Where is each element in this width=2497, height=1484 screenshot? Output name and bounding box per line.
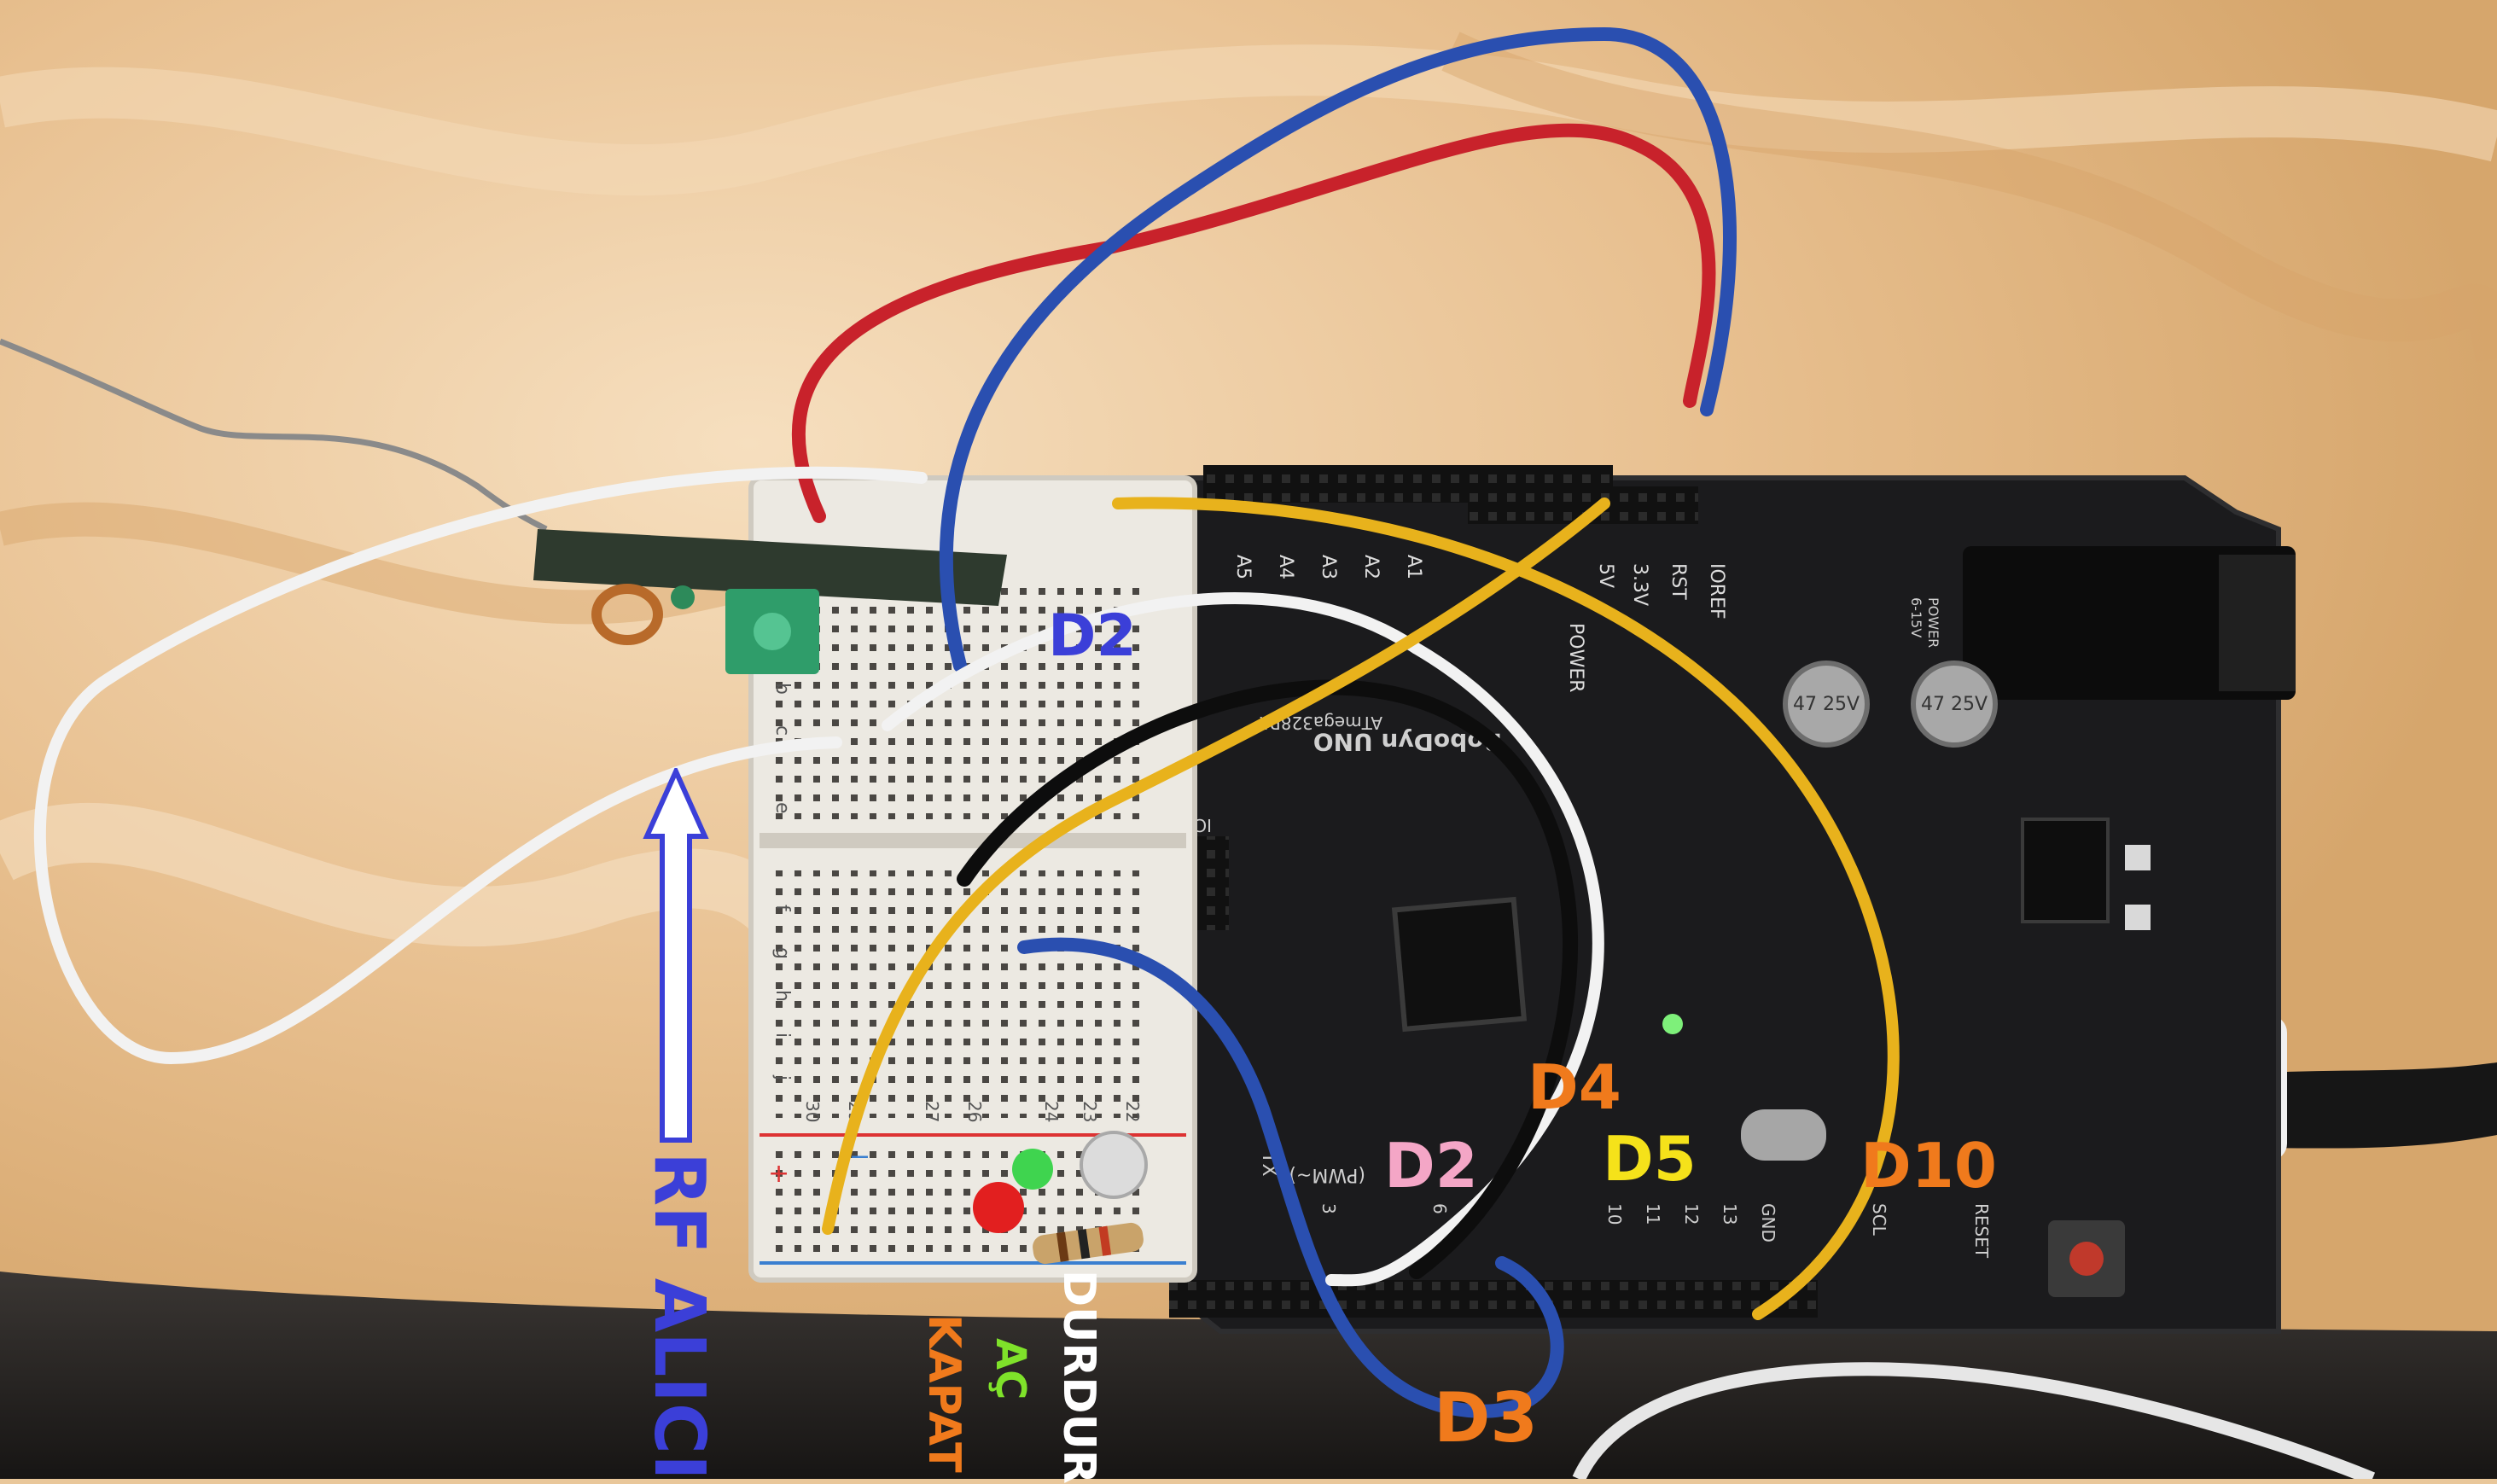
digital-header <box>1169 1280 1818 1318</box>
voltage-regulator <box>2021 818 2110 923</box>
svg-text:30: 30 <box>802 1101 823 1122</box>
svg-text:6: 6 <box>1429 1203 1450 1214</box>
marble-vein <box>0 44 2497 196</box>
svg-text:23: 23 <box>1080 1101 1100 1122</box>
svg-text:h: h <box>771 990 793 1002</box>
svg-text:11: 11 <box>1643 1203 1663 1225</box>
svg-text:c: c <box>771 725 793 736</box>
svg-text:f: f <box>771 905 793 912</box>
atmega-chip <box>1391 896 1528 1033</box>
white-wire-loop <box>33 466 928 1065</box>
svg-text:A1: A1 <box>1403 555 1424 579</box>
svg-text:GND: GND <box>1758 1203 1778 1242</box>
rf-arrow-icon <box>643 768 709 1143</box>
svg-text:22: 22 <box>1122 1101 1143 1122</box>
svg-text:POWER: POWER <box>1565 623 1586 693</box>
yellow-wire-long <box>822 498 1610 1235</box>
svg-text:3: 3 <box>1318 1203 1339 1214</box>
svg-text:e: e <box>771 802 793 814</box>
svg-text:13: 13 <box>1720 1203 1740 1225</box>
green-led <box>1012 1149 1053 1190</box>
svg-text:i: i <box>771 1033 793 1038</box>
svg-text:POWER: POWER <box>1925 597 1941 648</box>
svg-text:3.3V: 3.3V <box>1629 563 1650 606</box>
crystal <box>1741 1109 1826 1161</box>
svg-text:+: + <box>768 1159 789 1189</box>
blue-wire-bottom <box>1017 937 1564 1418</box>
marble-vein <box>1441 32 2497 363</box>
annotation-rf-alici: RF ALICI <box>638 1152 719 1481</box>
usb-cable <box>2236 1062 2497 1149</box>
antenna-wire <box>0 338 548 532</box>
svg-text:A2: A2 <box>1360 555 1382 579</box>
rf-coil <box>591 584 663 645</box>
svg-text:A3: A3 <box>1318 555 1339 579</box>
svg-text:A4: A4 <box>1275 555 1296 579</box>
svg-text:IOREF: IOREF <box>1706 563 1727 620</box>
svg-text:47 25V: 47 25V <box>1793 694 1860 715</box>
annotation-d2-pins: D2 <box>1384 1130 1478 1202</box>
yellow-wire-d10 <box>1112 497 1900 1320</box>
led-group <box>973 1131 1148 1265</box>
rf-receiver-module <box>533 529 1007 674</box>
svg-text:5V: 5V <box>1595 563 1616 588</box>
dc-jack <box>1963 546 2296 700</box>
annotation-d3: D3 <box>1434 1378 1539 1458</box>
annotation-d10: D10 <box>1860 1130 1997 1202</box>
blue-wire-top <box>939 26 1737 672</box>
floor-shadow <box>0 1272 2497 1479</box>
svg-text:12: 12 <box>1681 1203 1702 1225</box>
annotation-d2-top: D2 <box>1048 602 1137 670</box>
annotation-durdur: DURDUR <box>1053 1270 1104 1484</box>
svg-text:47 25V: 47 25V <box>1921 694 1988 715</box>
capacitor <box>1911 661 1998 748</box>
svg-text:g: g <box>771 947 793 959</box>
svg-text:(PWM~): (PWM~) <box>1289 1164 1365 1185</box>
svg-text:j: j <box>771 1074 793 1080</box>
arduino-uno-board: 47 25V 47 25V POWER IOREF RST 3.3V 5V A5… <box>1169 465 2296 1334</box>
annotation-kapat: KAPAT <box>918 1314 969 1473</box>
svg-text:A5: A5 <box>1232 555 1254 579</box>
svg-text:RST: RST <box>1668 563 1689 600</box>
red-wire <box>791 123 1716 523</box>
annotation-ac: AÇ <box>987 1338 1034 1400</box>
white-led <box>1080 1131 1148 1199</box>
red-led <box>973 1182 1024 1233</box>
svg-text:RESET: RESET <box>1971 1203 1992 1259</box>
svg-text:SCL: SCL <box>1869 1203 1889 1237</box>
white-wire-d2 <box>882 592 1604 1287</box>
svg-text:10: 10 <box>1604 1203 1625 1225</box>
white-cable-floor <box>1572 1362 2376 1479</box>
capacitor <box>1783 661 1870 748</box>
svg-text:27: 27 <box>922 1101 942 1122</box>
annotation-d4: D4 <box>1528 1051 1621 1123</box>
board-led <box>1662 1014 1683 1034</box>
svg-text:6-15V: 6-15V <box>1908 597 1924 637</box>
black-wire <box>957 679 1579 1279</box>
svg-text:26: 26 <box>964 1101 985 1122</box>
annotation-d5: D5 <box>1603 1123 1697 1195</box>
svg-text:b: b <box>771 683 793 695</box>
svg-text:24: 24 <box>1041 1101 1062 1122</box>
